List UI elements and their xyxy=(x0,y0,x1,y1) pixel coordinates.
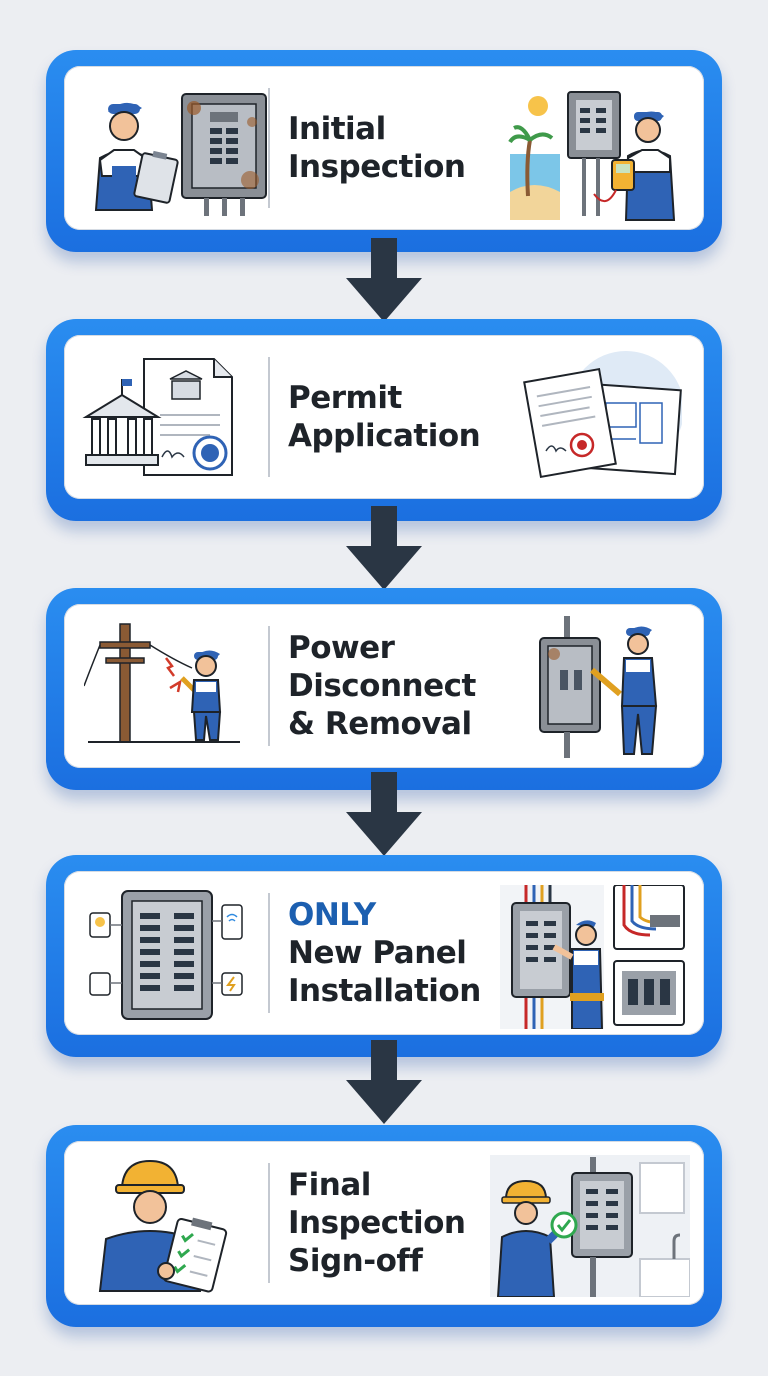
step-title: Permit Application xyxy=(288,335,504,499)
title-line: Initial xyxy=(288,111,386,147)
flow-arrow-down xyxy=(346,238,422,322)
step-title: Final Inspection Sign-off xyxy=(288,1141,504,1305)
step-title: ONLY New Panel Installation xyxy=(288,871,504,1035)
title-accent: ONLY xyxy=(288,897,376,933)
step-card: ONLY New Panel Installation xyxy=(64,871,704,1035)
government-building-permit-icon xyxy=(82,358,233,476)
step-final-inspection-signoff: Final Inspection Sign-off xyxy=(46,1125,722,1327)
divider xyxy=(268,893,270,1013)
title-line: Disconnect xyxy=(288,668,476,704)
flow-arrow-down xyxy=(346,506,422,590)
smart-panel-diagram-icon xyxy=(89,890,243,1020)
worker-with-multimeter-icon xyxy=(567,91,676,221)
step-card: Permit Application xyxy=(64,335,704,499)
step-card: Power Disconnect & Removal xyxy=(64,604,704,768)
step-power-disconnect-removal: Power Disconnect & Removal xyxy=(46,588,722,790)
permit-documents-blueprint-icon xyxy=(523,351,682,479)
divider xyxy=(268,626,270,746)
title-line: Application xyxy=(288,418,481,454)
title-line: Power xyxy=(288,630,395,666)
inspector-with-checklist-icon xyxy=(98,1159,228,1293)
title-line: & Removal xyxy=(288,706,472,742)
flow-arrow-down xyxy=(346,1040,422,1124)
title-line: Sign-off xyxy=(288,1243,423,1279)
divider xyxy=(268,357,270,477)
step-permit-application: Permit Application xyxy=(46,319,722,521)
title-line: New Panel xyxy=(288,935,467,971)
step-card: Initial Inspection xyxy=(64,66,704,230)
step-new-panel-installation: ONLY New Panel Installation xyxy=(46,855,722,1057)
divider xyxy=(268,1163,270,1283)
beach-scene-icon xyxy=(508,96,560,220)
worker-with-clipboard-icon xyxy=(94,102,179,211)
title-line: Installation xyxy=(288,973,481,1009)
panel-wiring-installation-icon xyxy=(500,885,685,1029)
step-card: Final Inspection Sign-off xyxy=(64,1141,704,1305)
rusty-panel-icon xyxy=(181,93,267,216)
title-line: Inspection xyxy=(288,1205,466,1241)
step-title: Initial Inspection xyxy=(288,66,504,230)
title-line: Final xyxy=(288,1167,371,1203)
title-line: Inspection xyxy=(288,149,466,185)
utility-pole-worker-icon xyxy=(84,623,240,743)
panel-approved-check-icon xyxy=(490,1155,690,1297)
title-line: Permit xyxy=(288,380,402,416)
divider xyxy=(268,88,270,208)
panel-removal-worker-icon xyxy=(539,616,658,758)
flow-arrow-down xyxy=(346,772,422,856)
step-title: Power Disconnect & Removal xyxy=(288,604,504,768)
step-initial-inspection: Initial Inspection xyxy=(46,50,722,252)
